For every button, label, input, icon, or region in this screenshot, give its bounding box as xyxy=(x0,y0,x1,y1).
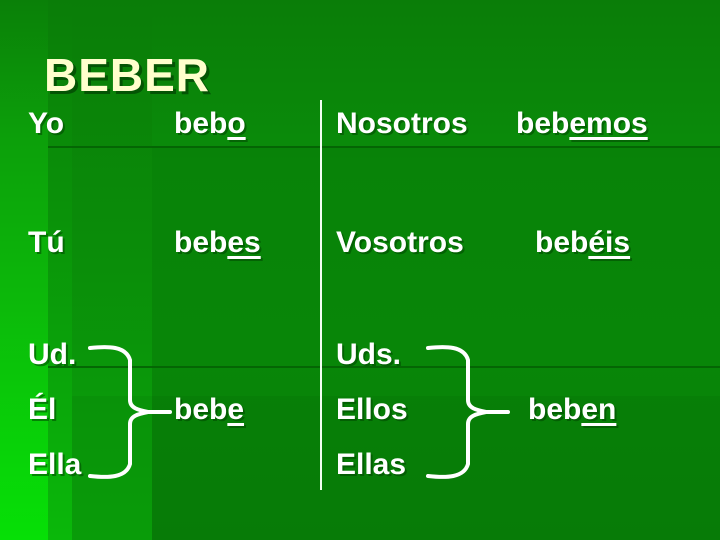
cell-subject-ellas: Ellas xyxy=(336,448,406,482)
cell-subject-nosotros: Nosotros xyxy=(336,107,468,141)
background-band-middle xyxy=(72,0,152,540)
subject-label: Tú xyxy=(28,226,65,259)
table-row-divider-2 xyxy=(48,366,720,368)
verb-stem: beb xyxy=(174,226,228,259)
verb-ending: o xyxy=(227,107,246,140)
table-row-divider-1 xyxy=(48,146,720,148)
cell-subject-tu: Tú xyxy=(28,226,65,260)
cell-verb-bebe: bebe xyxy=(174,393,244,427)
curly-brace-icon-right xyxy=(426,345,510,479)
verb-stem: beb xyxy=(174,107,228,140)
curly-brace-icon-left xyxy=(88,345,172,479)
table-column-divider xyxy=(320,100,322,490)
cell-subject-ellos: Ellos xyxy=(336,393,408,427)
subject-label: Vosotros xyxy=(336,226,464,259)
table-body-panel xyxy=(152,146,720,540)
verb-ending: emos xyxy=(569,107,648,140)
subject-label: Nosotros xyxy=(336,107,468,140)
cell-subject-yo: Yo xyxy=(28,107,64,141)
cell-verb-bebemos: bebemos xyxy=(516,107,648,141)
subject-label: Ella xyxy=(28,448,82,481)
verb-ending: es xyxy=(227,226,261,259)
subject-label: Ellos xyxy=(336,393,408,426)
subject-label: Él xyxy=(28,393,57,426)
background-band-left-bright xyxy=(0,0,48,540)
cell-verb-bebeis: bebéis xyxy=(535,226,630,260)
verb-stem: beb xyxy=(535,226,589,259)
verb-ending: e xyxy=(227,393,245,426)
subject-label: Ud. xyxy=(28,338,77,371)
verb-ending: éis xyxy=(588,226,631,259)
cell-subject-ella: Ella xyxy=(28,448,81,482)
subject-label: Ellas xyxy=(336,448,407,481)
verb-stem: beb xyxy=(516,107,570,140)
cell-subject-uds: Uds. xyxy=(336,338,401,372)
verb-ending: en xyxy=(581,393,617,426)
cell-subject-ud: Ud. xyxy=(28,338,76,372)
cell-verb-bebo: bebo xyxy=(174,107,246,141)
cell-subject-vosotros: Vosotros xyxy=(336,226,464,260)
cell-verb-beben: beben xyxy=(528,393,616,427)
page-title: BEBER xyxy=(44,49,211,101)
table-lower-panel xyxy=(72,396,720,540)
subject-label: Yo xyxy=(28,107,65,140)
verb-stem: beb xyxy=(528,393,582,426)
background-band-left-second xyxy=(48,0,72,540)
cell-verb-bebes: bebes xyxy=(174,226,261,260)
cell-subject-el: Él xyxy=(28,393,56,427)
subject-label: Uds. xyxy=(336,338,402,371)
verb-stem: beb xyxy=(174,393,228,426)
